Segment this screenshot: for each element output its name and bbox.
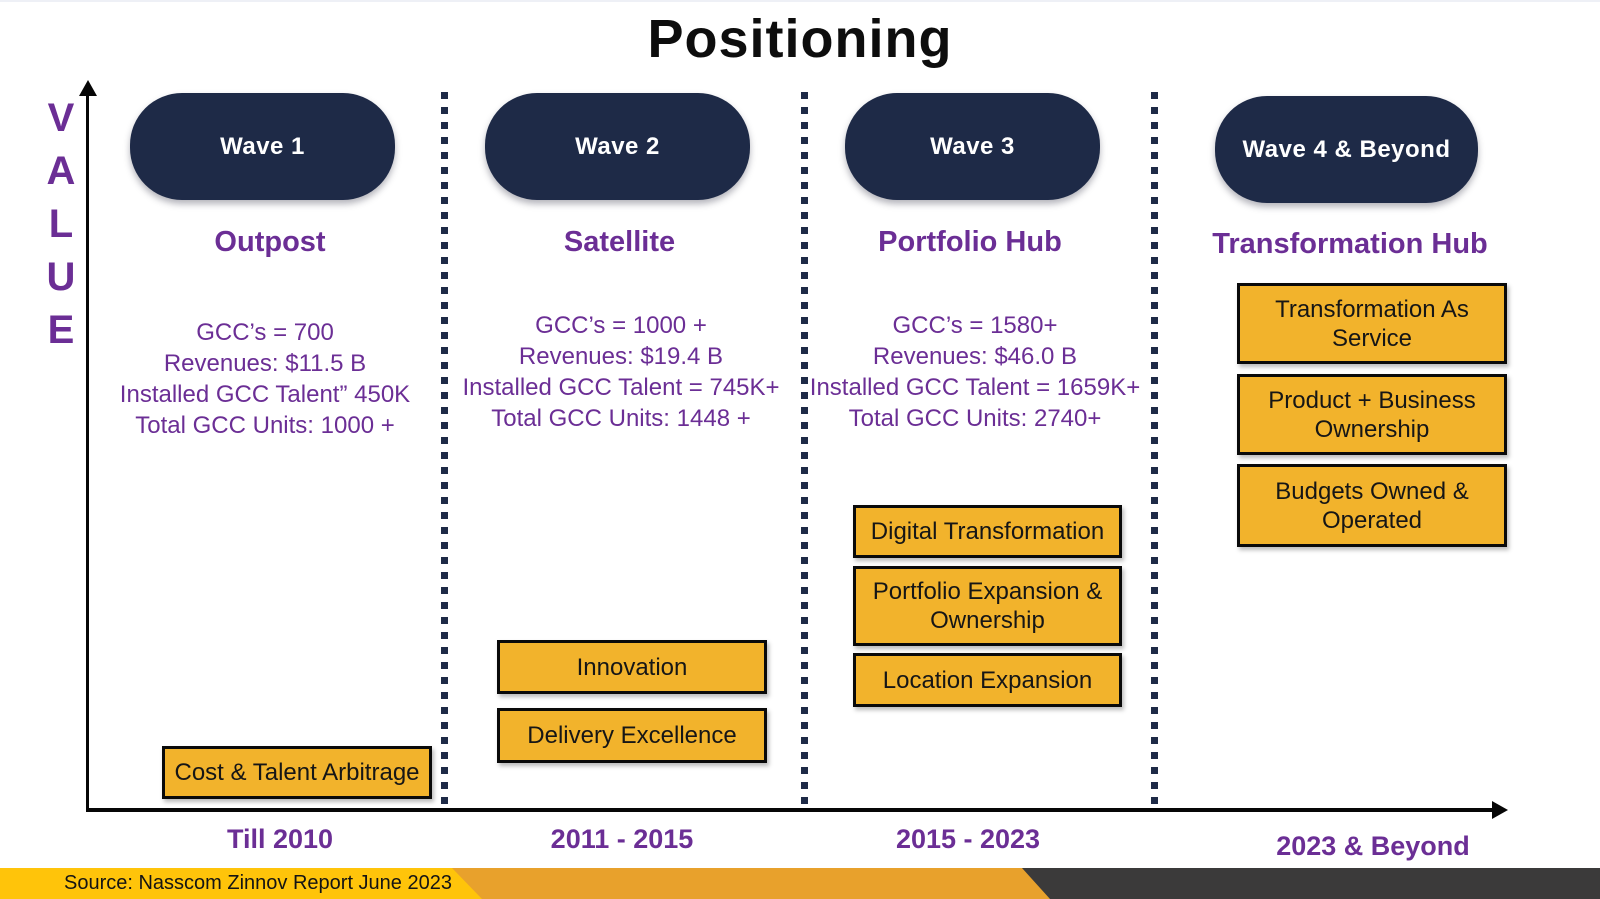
- stage-box-delivery-excellence: Delivery Excellence: [497, 708, 767, 763]
- wave-3-pill: Wave 3: [845, 93, 1100, 200]
- stage-box-digital-transformation: Digital Transformation: [853, 505, 1122, 558]
- source-attribution: Source: Nasscom Zinnov Report June 2023: [64, 872, 452, 894]
- stat-line: Installed GCC Talent = 1659K+: [809, 374, 1141, 401]
- stage-box-transformation-as-service: Transformation As Service: [1237, 283, 1507, 364]
- page-title: Positioning: [647, 9, 953, 69]
- y-axis-letter: L: [48, 202, 74, 246]
- stage-title-portfolio-hub: Portfolio Hub: [878, 226, 1062, 258]
- stage-title-transformation-hub: Transformation Hub: [1212, 228, 1488, 260]
- y-axis-letter: E: [47, 308, 75, 352]
- wave-2-label: Wave 2: [575, 132, 660, 160]
- stage-box-product-business-ownership: Product + Business Ownership: [1237, 374, 1507, 455]
- y-axis-line: [86, 94, 89, 811]
- column-separator-2: [801, 92, 808, 811]
- y-axis-label-value: V A L U E: [38, 92, 84, 357]
- wave-3-label: Wave 3: [930, 132, 1015, 160]
- x-axis-arrowhead-icon: [1492, 801, 1508, 819]
- stat-line: Installed GCC Talent = 745K+: [462, 374, 780, 401]
- column-separator-3: [1151, 92, 1158, 811]
- stage-box-portfolio-expansion: Portfolio Expansion & Ownership: [853, 566, 1122, 646]
- stage-title-outpost: Outpost: [214, 226, 326, 258]
- column-separator-1: [441, 92, 448, 811]
- wave-4-pill: Wave 4 & Beyond: [1215, 96, 1478, 203]
- footer-yellow-segment: [0, 868, 482, 899]
- stage-box-location-expansion: Location Expansion: [853, 653, 1122, 707]
- stats-wave-2: GCC’s = 1000 + Revenues: $19.4 B Install…: [445, 310, 797, 434]
- y-axis-arrowhead-icon: [79, 80, 97, 96]
- stage-box-budgets-owned-operated: Budgets Owned & Operated: [1237, 464, 1507, 547]
- stage-title-satellite: Satellite: [563, 226, 676, 258]
- period-label-wave-1: Till 2010: [226, 824, 334, 854]
- stats-wave-1: GCC’s = 700 Revenues: $11.5 B Installed …: [85, 317, 445, 441]
- period-label-wave-4: 2023 & Beyond: [1276, 831, 1470, 861]
- wave-2-pill: Wave 2: [485, 93, 750, 200]
- stat-line: Revenues: $19.4 B: [518, 343, 724, 370]
- stage-box-innovation: Innovation: [497, 640, 767, 694]
- stat-line: Total GCC Units: 1448 +: [491, 405, 751, 432]
- stat-line: Total GCC Units: 1000 +: [135, 412, 395, 439]
- stat-line: GCC’s = 1000 +: [535, 312, 707, 339]
- stats-wave-3: GCC’s = 1580+ Revenues: $46.0 B Installe…: [795, 310, 1155, 434]
- period-label-wave-3: 2015 - 2023: [895, 824, 1041, 854]
- stat-line: GCC’s = 700: [196, 319, 334, 346]
- stat-line: Revenues: $11.5 B: [163, 350, 367, 377]
- stat-line: Total GCC Units: 2740+: [848, 405, 1102, 432]
- wave-1-pill: Wave 1: [130, 93, 395, 200]
- stat-line: Revenues: $46.0 B: [872, 343, 1078, 370]
- stat-line: Installed GCC Talent” 450K: [119, 381, 411, 408]
- top-divider: [0, 0, 1600, 2]
- stage-box-cost-talent-arbitrage: Cost & Talent Arbitrage: [162, 746, 432, 799]
- stat-line: GCC’s = 1580+: [892, 312, 1058, 339]
- footer-bar: Source: Nasscom Zinnov Report June 2023: [0, 868, 1600, 899]
- y-axis-letter: V: [47, 96, 75, 140]
- y-axis-letter: U: [46, 255, 76, 299]
- wave-1-label: Wave 1: [220, 132, 305, 160]
- x-axis-line: [86, 808, 1494, 812]
- y-axis-letter: A: [46, 149, 76, 193]
- period-label-wave-2: 2011 - 2015: [550, 824, 694, 854]
- wave-4-label: Wave 4 & Beyond: [1242, 135, 1451, 163]
